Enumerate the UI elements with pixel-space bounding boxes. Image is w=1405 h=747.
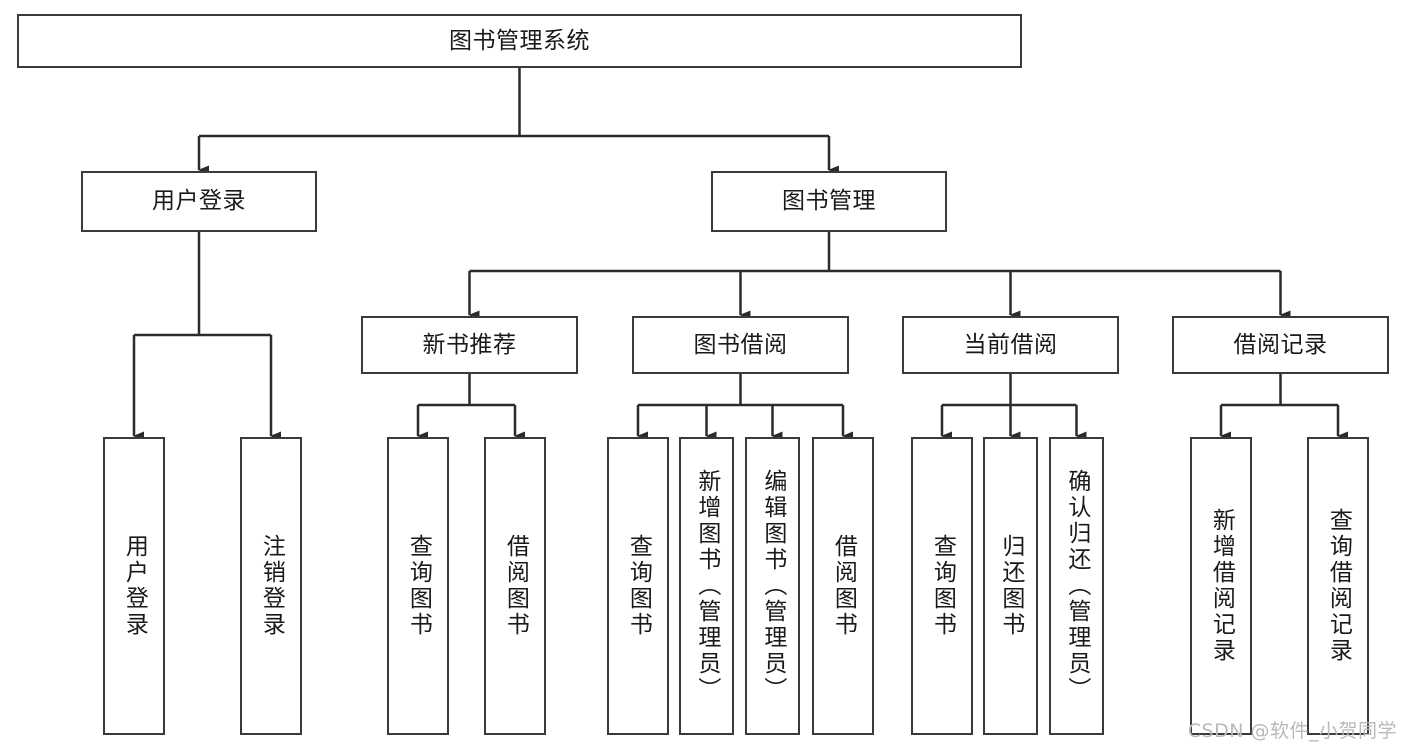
- node-records[interactable]: 借阅记录: [1172, 316, 1389, 374]
- node-label: 图书管理: [782, 188, 876, 215]
- node-borrow[interactable]: 图书借阅: [632, 316, 849, 374]
- node-label: 归还图书: [997, 534, 1024, 638]
- node-label: 用户登录: [121, 534, 148, 638]
- node-label: 图书借阅: [693, 331, 788, 358]
- node-l1[interactable]: 用户登录: [103, 437, 165, 735]
- node-r2[interactable]: 查询借阅记录: [1307, 437, 1369, 735]
- node-login[interactable]: 用户登录: [81, 171, 317, 232]
- watermark-label: CSDN @软件_小贺同学: [1187, 720, 1397, 742]
- node-newbook[interactable]: 新书推荐: [361, 316, 578, 374]
- node-label: 借阅图书: [502, 534, 529, 638]
- node-n1[interactable]: 查询图书: [387, 437, 449, 735]
- node-c3[interactable]: 确认归还（管理员）: [1049, 437, 1104, 735]
- node-n2[interactable]: 借阅图书: [484, 437, 546, 735]
- node-l2[interactable]: 注销登录: [240, 437, 302, 735]
- node-label: 借阅图书: [830, 534, 857, 638]
- node-label: 新书推荐: [422, 331, 517, 358]
- node-c1[interactable]: 查询图书: [911, 437, 973, 735]
- node-bookmgmt[interactable]: 图书管理: [711, 171, 947, 232]
- node-label: 查询图书: [929, 534, 956, 638]
- node-b3[interactable]: 编辑图书（管理员）: [745, 437, 800, 735]
- node-label: 查询图书: [405, 534, 432, 638]
- node-label: 新增图书（管理员）: [693, 469, 720, 703]
- node-label: 当前借阅: [963, 331, 1058, 358]
- node-label: 查询借阅记录: [1325, 508, 1352, 664]
- node-b4[interactable]: 借阅图书: [812, 437, 874, 735]
- node-label: 图书管理系统: [449, 27, 590, 54]
- node-c2[interactable]: 归还图书: [983, 437, 1038, 735]
- node-label: 借阅记录: [1233, 331, 1328, 358]
- node-label: 注销登录: [258, 534, 285, 638]
- node-r1[interactable]: 新增借阅记录: [1190, 437, 1252, 735]
- node-label: 查询图书: [625, 534, 652, 638]
- node-b2[interactable]: 新增图书（管理员）: [679, 437, 734, 735]
- node-label: 用户登录: [152, 188, 246, 215]
- node-label: 确认归还（管理员）: [1063, 469, 1090, 703]
- node-b1[interactable]: 查询图书: [607, 437, 669, 735]
- node-current[interactable]: 当前借阅: [902, 316, 1119, 374]
- node-label: 编辑图书（管理员）: [759, 469, 786, 703]
- edge-paths: [132, 68, 1348, 441]
- node-label: 新增借阅记录: [1208, 508, 1235, 664]
- node-root[interactable]: 图书管理系统: [17, 14, 1022, 68]
